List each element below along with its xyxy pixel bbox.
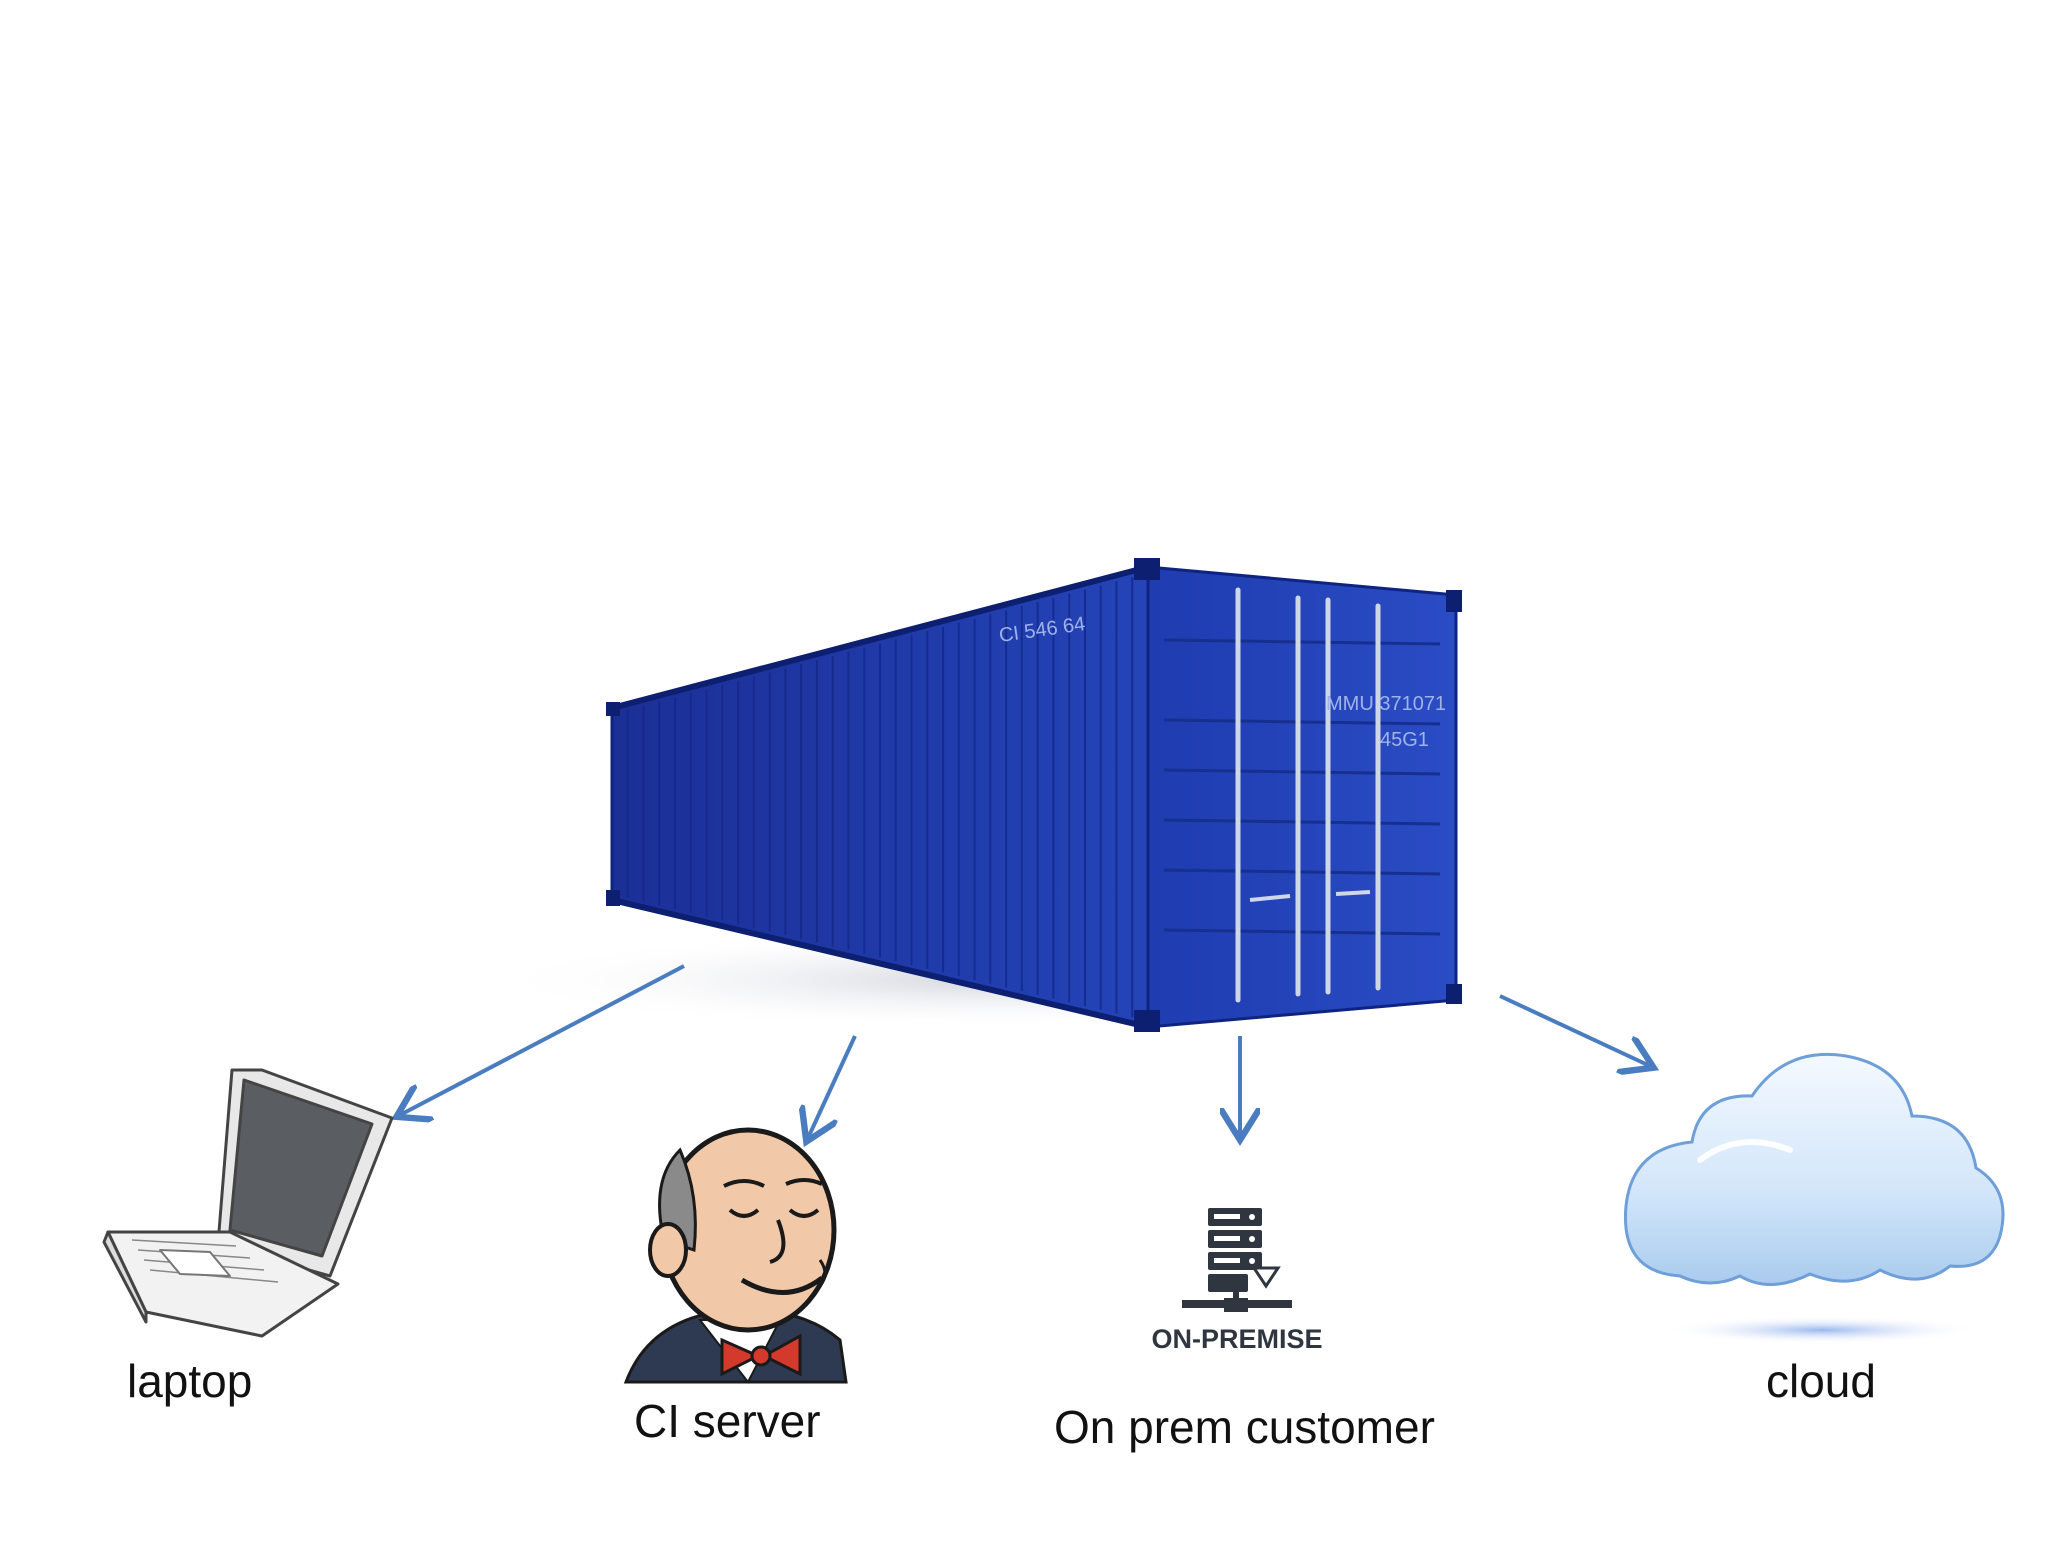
laptop-icon xyxy=(102,1068,394,1338)
on-prem-customer-label: On prem customer xyxy=(1054,1401,1435,1453)
container-door-panel xyxy=(1163,718,1441,726)
arrow-to-laptop xyxy=(400,964,685,1115)
on-premise-icon-text: ON-PREMISE xyxy=(1151,1324,1322,1354)
jenkins-icon xyxy=(623,1127,848,1384)
container-door-panel xyxy=(1163,638,1441,646)
container-door-panel xyxy=(1163,928,1441,936)
shipping-container-icon: CI 546 64 MMU 371071 45G1 xyxy=(480,558,1520,1032)
ci-server-label: CI server xyxy=(634,1395,821,1447)
arrow-to-ci-server xyxy=(808,1035,857,1138)
arrow-to-cloud xyxy=(1499,994,1650,1066)
container-door-panel xyxy=(1163,818,1441,826)
cloud-icon xyxy=(1623,1052,2005,1344)
container-door-panel xyxy=(1163,768,1441,776)
container-marking-3: 45G1 xyxy=(1380,729,1429,751)
container-marking-2: MMU 371071 xyxy=(1326,693,1446,715)
container-door-panel xyxy=(1163,868,1441,876)
arrows xyxy=(400,964,1650,1138)
laptop-label: laptop xyxy=(127,1355,253,1407)
cloud-label: cloud xyxy=(1766,1355,1876,1407)
laptop-key-row xyxy=(131,1239,237,1247)
on-premise-icon: ON-PREMISE xyxy=(1151,1208,1323,1354)
